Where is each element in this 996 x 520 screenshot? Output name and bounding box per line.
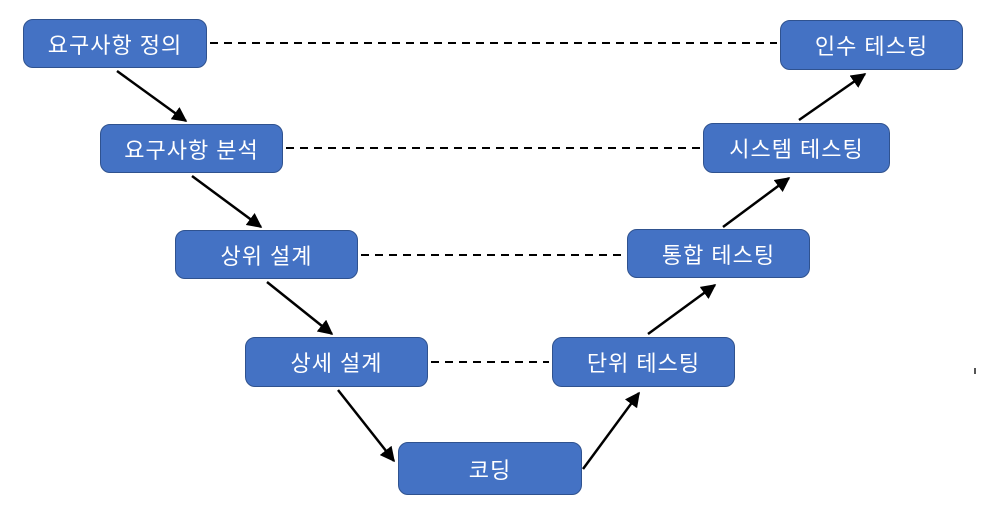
node-coding: 코딩 — [398, 442, 582, 495]
node-label: 통합 테스팅 — [661, 242, 776, 268]
arrow-requirements-definition-to-requirements-analysis — [116, 69, 188, 123]
node-label: 요구사항 분석 — [124, 137, 259, 163]
node-unit-testing: 단위 테스팅 — [552, 337, 735, 387]
node-label: 시스템 테스팅 — [729, 137, 864, 162]
arrow-system-testing-to-acceptance-testing — [798, 72, 867, 122]
arrow-requirements-analysis-to-high-level-design — [191, 174, 263, 229]
node-label: 인수 테스팅 — [814, 34, 929, 59]
node-requirements-definition: 요구사항 정의 — [23, 19, 207, 68]
node-label: 코딩 — [468, 457, 512, 483]
arrow-integration-testing-to-system-testing — [722, 176, 791, 229]
node-label: 단위 테스팅 — [586, 351, 701, 376]
node-requirements-analysis: 요구사항 분석 — [100, 124, 283, 173]
node-detailed-design: 상세 설계 — [245, 337, 428, 387]
stray-mark — [974, 368, 976, 374]
node-label: 상위 설계 — [220, 243, 313, 269]
arrow-high-level-design-to-detailed-design — [266, 281, 334, 335]
arrow-unit-testing-to-integration-testing — [647, 283, 717, 336]
node-system-testing: 시스템 테스팅 — [703, 123, 890, 173]
arrow-coding-to-unit-testing — [581, 391, 641, 470]
node-label: 상세 설계 — [290, 351, 383, 376]
node-high-level-design: 상위 설계 — [175, 230, 358, 279]
node-label: 요구사항 정의 — [47, 32, 183, 58]
node-integration-testing: 통합 테스팅 — [627, 229, 810, 278]
arrow-detailed-design-to-coding — [337, 389, 395, 463]
node-acceptance-testing: 인수 테스팅 — [780, 20, 963, 70]
